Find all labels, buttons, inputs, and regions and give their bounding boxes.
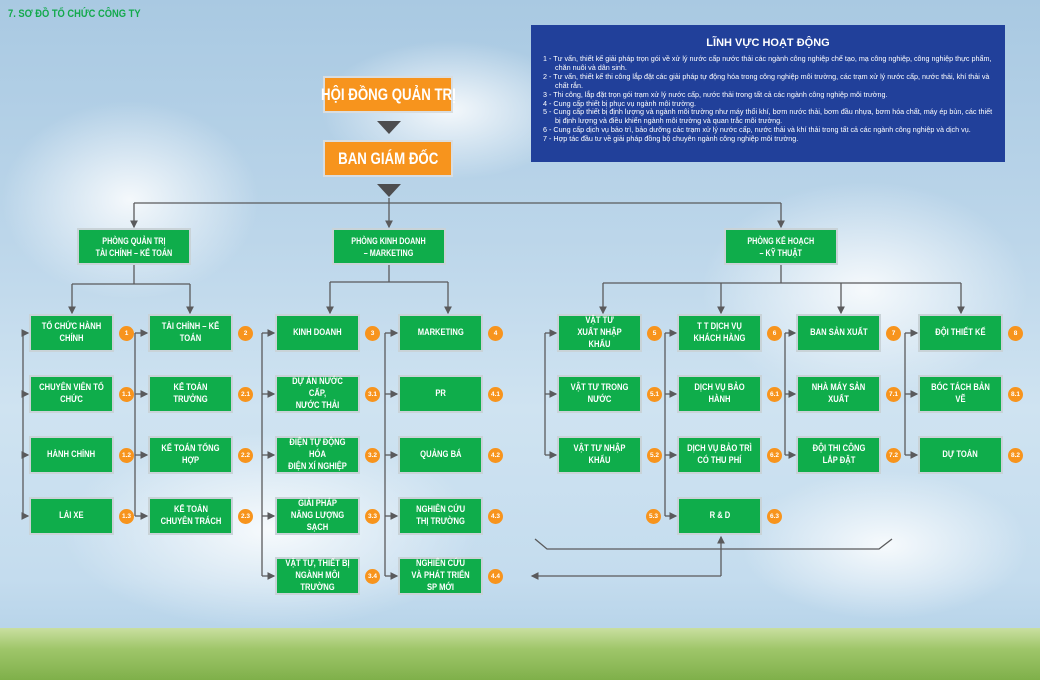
activities-heading: LĨNH VỰC HOẠT ĐỘNG — [706, 37, 830, 49]
number-badge: 7.2 — [886, 448, 901, 463]
org-unit-box: VẬT TƯ TRONG NƯỚC — [557, 375, 642, 413]
org-unit-box: BÓC TÁCH BẢN VẼ — [918, 375, 1003, 413]
number-badge: 2.3 — [238, 509, 253, 524]
arrow-down-icon — [377, 184, 401, 197]
cloud — [700, 180, 1030, 400]
org-unit-box: MARKETING — [398, 314, 483, 352]
arrow-down-icon — [377, 121, 401, 134]
org-unit-box: DỰ TOÁN — [918, 436, 1003, 474]
org-unit-box: HÀNH CHÍNH — [29, 436, 114, 474]
activity-item: 6 - Cung cấp dịch vụ bảo trì, bảo dưỡng … — [543, 125, 971, 135]
connector — [534, 538, 893, 550]
org-unit-box: ĐỘI THI CÔNG LẮP ĐẶT — [796, 436, 881, 474]
number-badge: 8.2 — [1008, 448, 1023, 463]
number-badge: 6.3 — [767, 509, 782, 524]
org-unit-box: KINH DOANH — [275, 314, 360, 352]
cloud — [0, 100, 260, 300]
activity-item: 1 - Tư vấn, thiết kế giải pháp trọn gói … — [543, 54, 992, 72]
number-badge: 2.2 — [238, 448, 253, 463]
number-badge: 3.3 — [365, 509, 380, 524]
number-badge: 4.1 — [488, 387, 503, 402]
org-unit-box: NHÀ MÁY SẢN XUẤT — [796, 375, 881, 413]
number-badge: 5 — [647, 326, 662, 341]
number-badge: 2.1 — [238, 387, 253, 402]
grass-field — [0, 628, 1040, 680]
number-badge: 1.3 — [119, 509, 134, 524]
management-board-box: BAN GIÁM ĐỐC — [323, 140, 453, 177]
page-title: 7. SƠ ĐỒ TỔ CHỨC CÔNG TY — [8, 8, 141, 20]
dept-finance-box: PHÒNG QUẢN TRỊ TÀI CHÍNH – KẾ TOÁN — [77, 228, 191, 265]
number-badge: 5.2 — [647, 448, 662, 463]
org-unit-box: QUẢNG BÁ — [398, 436, 483, 474]
org-unit-box: GIẢI PHÁP NĂNG LƯỢNG SẠCH — [275, 497, 360, 535]
number-badge: 4.3 — [488, 509, 503, 524]
org-unit-box: DỊCH VỤ BẢO HÀNH — [677, 375, 762, 413]
activity-item: 3 - Thi công, lắp đặt trọn gói trạm xử l… — [543, 89, 888, 99]
activity-item: 7 - Hợp tác đầu tư về giải pháp đồng bộ … — [543, 134, 799, 144]
org-unit-box: PR — [398, 375, 483, 413]
board-of-directors-box: HỘI ĐỒNG QUẢN TRỊ — [321, 76, 455, 113]
number-badge: 3 — [365, 326, 380, 341]
activities-panel: LĨNH VỰC HOẠT ĐỘNG 1 - Tư vấn, thiết kế … — [531, 25, 1005, 162]
org-unit-box: R & D — [677, 497, 762, 535]
number-badge: 4.2 — [488, 448, 503, 463]
org-unit-box: VẬT TƯ, THIẾT BỊ NGÀNH MÔI TRƯỜNG — [275, 557, 360, 595]
org-unit-box: NGHIÊN CỨU VÀ PHÁT TRIỂN SP MỚI — [398, 557, 483, 595]
number-badge: 2 — [238, 326, 253, 341]
org-unit-box: VẬT TƯ XUẤT NHẬP KHẨU — [557, 314, 642, 352]
number-badge: 4 — [488, 326, 503, 341]
number-badge: 7.1 — [886, 387, 901, 402]
number-badge: 7 — [886, 326, 901, 341]
activity-item: 2 - Tư vấn, thiết kế thi công lắp đặt cá… — [543, 71, 990, 90]
number-badge: 8.1 — [1008, 387, 1023, 402]
org-unit-box: T T DỊCH VỤ KHÁCH HÀNG — [677, 314, 762, 352]
org-unit-box: KẾ TOÁN TRƯỞNG — [148, 375, 233, 413]
dept-planning-technical-box: PHÒNG KẾ HOẠCH – KỸ THUẬT — [724, 228, 838, 265]
org-unit-box: ĐIỆN TỰ ĐỘNG HÓA ĐIỆN XÍ NGHIỆP — [275, 436, 360, 474]
org-unit-box: KẾ TOÁN CHUYÊN TRÁCH — [148, 497, 233, 535]
number-badge: 1.2 — [119, 448, 134, 463]
org-unit-box: DỰ ÁN NƯỚC CẤP, NƯỚC THẢI — [275, 375, 360, 413]
number-badge: 3.1 — [365, 387, 380, 402]
number-badge: 4.4 — [488, 569, 503, 584]
number-badge: 5.1 — [647, 387, 662, 402]
number-badge: 1.1 — [119, 387, 134, 402]
org-unit-box: LÁI XE — [29, 497, 114, 535]
number-badge: 5.3 — [646, 509, 661, 524]
number-badge: 3.2 — [365, 448, 380, 463]
number-badge: 3.4 — [365, 569, 380, 584]
number-badge: 1 — [119, 326, 134, 341]
activity-item: 5 - Cung cấp thiết bị định lượng và ngàn… — [543, 107, 993, 126]
activity-item: 4 - Cung cấp thiết bị phục vụ ngành môi … — [543, 98, 696, 108]
org-unit-box: VẬT TƯ NHẬP KHẨU — [557, 436, 642, 474]
org-unit-box: DỊCH VỤ BẢO TRÌ CÓ THU PHÍ — [677, 436, 762, 474]
org-unit-box: KẾ TOÁN TỔNG HỢP — [148, 436, 233, 474]
number-badge: 6 — [767, 326, 782, 341]
org-unit-box: TÀI CHÍNH – KẾ TOÁN — [148, 314, 233, 352]
org-unit-box: TỔ CHỨC HÀNH CHÍNH — [29, 314, 114, 352]
number-badge: 6.2 — [767, 448, 782, 463]
org-unit-box: BAN SẢN XUẤT — [796, 314, 881, 352]
org-unit-box: ĐỘI THIẾT KẾ — [918, 314, 1003, 352]
dept-sales-marketing-box: PHÒNG KINH DOANH – MARKETING — [332, 228, 446, 265]
org-unit-box: NGHIÊN CỨU THỊ TRƯỜNG — [398, 497, 483, 535]
number-badge: 8 — [1008, 326, 1023, 341]
org-unit-box: CHUYÊN VIÊN TỔ CHỨC — [29, 375, 114, 413]
number-badge: 6.1 — [767, 387, 782, 402]
